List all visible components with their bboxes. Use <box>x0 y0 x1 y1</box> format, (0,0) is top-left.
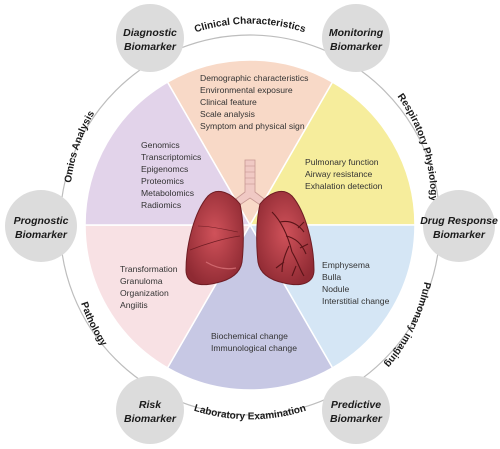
drug-response-biomarker-circle <box>423 190 495 262</box>
drug-response-biomarker-line1: Drug Response <box>420 215 498 227</box>
omics-item: Proteomics <box>141 176 184 186</box>
predictive-biomarker: Predictive Biomarker <box>322 376 390 444</box>
respiratory-item: Airway resistance <box>305 169 373 179</box>
monitoring-biomarker: Monitoring Biomarker <box>322 4 390 72</box>
omics-item: Metabolomics <box>141 188 194 198</box>
risk-biomarker: Risk Biomarker <box>116 376 184 444</box>
diagnostic-biomarker: Diagnostic Biomarker <box>116 4 184 72</box>
bronchial-tree <box>271 211 309 277</box>
diagnostic-biomarker-line2: Biomarker <box>124 41 177 53</box>
pathology-item: Granuloma <box>120 276 163 286</box>
clinical-item: Symptom and physical sign <box>200 121 305 131</box>
clinical-items: Demographic characteristics Environmenta… <box>200 73 308 131</box>
left-lung <box>185 191 244 286</box>
pathology-item: Angiitis <box>120 300 148 310</box>
risk-biomarker-line2: Biomarker <box>124 413 177 425</box>
pathology-item: Transformation <box>120 264 178 274</box>
prognostic-biomarker-line1: Prognostic <box>14 215 69 227</box>
imaging-item: Interstitial change <box>322 296 390 306</box>
imaging-items: Emphysema Bulla Nodule Interstitial chan… <box>322 260 390 306</box>
clinical-item: Clinical feature <box>200 97 257 107</box>
monitoring-biomarker-circle <box>322 4 390 72</box>
predictive-biomarker-line1: Predictive <box>331 399 381 411</box>
risk-biomarker-line1: Risk <box>139 399 162 411</box>
omics-item: Genomics <box>141 140 180 150</box>
drug-response-biomarker: Drug Response Biomarker <box>420 190 498 262</box>
lungs-illustration <box>185 159 315 286</box>
monitoring-biomarker-line2: Biomarker <box>330 41 383 53</box>
predictive-biomarker-line2: Biomarker <box>330 413 383 425</box>
imaging-item: Emphysema <box>322 260 370 270</box>
clinical-item: Environmental exposure <box>200 85 293 95</box>
prognostic-biomarker: Prognostic Biomarker <box>5 190 77 262</box>
drug-response-biomarker-line2: Biomarker <box>433 229 486 241</box>
omics-items: Genomics Transcriptomics Epigenomcs Prot… <box>141 140 201 210</box>
monitoring-biomarker-line1: Monitoring <box>329 27 384 39</box>
diagnostic-biomarker-circle <box>116 4 184 72</box>
prognostic-biomarker-line2: Biomarker <box>15 229 68 241</box>
segment-omics <box>84 81 252 226</box>
respiratory-item: Pulmonary function <box>305 157 379 167</box>
pathology-items: Transformation Granuloma Organization An… <box>120 264 178 310</box>
respiratory-items: Pulmonary function Airway resistance Exh… <box>305 157 383 191</box>
predictive-biomarker-circle <box>322 376 390 444</box>
omics-item: Transcriptomics <box>141 152 201 162</box>
imaging-item: Nodule <box>322 284 349 294</box>
clinical-item: Scale analysis <box>200 109 255 119</box>
segment-laboratory <box>166 223 334 391</box>
right-lung <box>256 191 315 286</box>
omics-item: Radiomics <box>141 200 181 210</box>
prognostic-biomarker-circle <box>5 190 77 262</box>
imaging-item: Bulla <box>322 272 341 282</box>
pathology-item: Organization <box>120 288 169 298</box>
diagnostic-biomarker-line1: Diagnostic <box>123 27 177 39</box>
laboratory-item: Biochemical change <box>211 331 288 341</box>
clinical-title: Clinical Characteristics <box>193 16 307 36</box>
clinical-item: Demographic characteristics <box>200 73 308 83</box>
laboratory-item: Immunological change <box>211 343 297 353</box>
segment-clinical <box>166 59 334 227</box>
laboratory-items: Biochemical change Immunological change <box>211 331 297 353</box>
omics-item: Epigenomcs <box>141 164 188 174</box>
segment-respiratory <box>248 81 416 226</box>
respiratory-item: Exhalation detection <box>305 181 383 191</box>
risk-biomarker-circle <box>116 376 184 444</box>
